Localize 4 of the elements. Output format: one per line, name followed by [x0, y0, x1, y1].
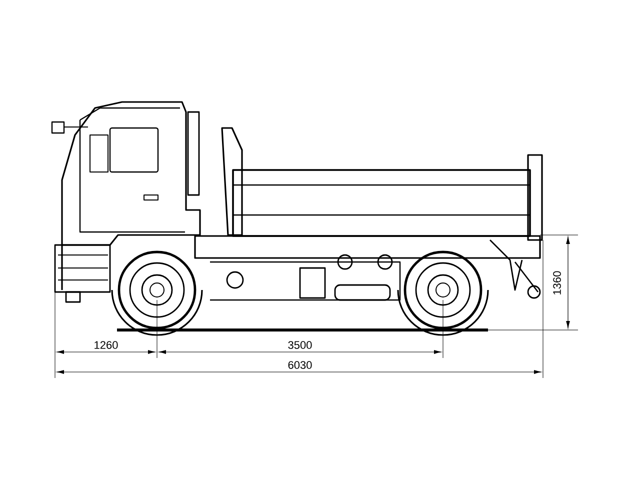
dimension-label: 1260	[94, 341, 118, 349]
dimension-label: 3500	[288, 341, 312, 349]
dimension-label: 6030	[288, 361, 312, 369]
dimension-label: 1360	[553, 271, 561, 294]
